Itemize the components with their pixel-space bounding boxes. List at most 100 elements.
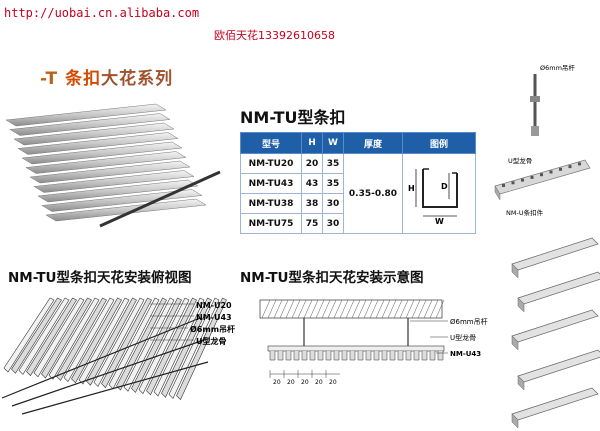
top-view-strip	[71, 297, 122, 384]
cell-w: 35	[322, 173, 344, 194]
cell-w: 30	[322, 213, 344, 234]
slab-hatch	[369, 299, 379, 319]
top-view-strip	[161, 297, 212, 398]
ceiling-strip	[29, 160, 191, 184]
schematic-strip	[397, 351, 404, 361]
u-keel-end	[517, 297, 525, 313]
cell-thickness: 0.35-0.80	[343, 153, 403, 234]
slab-hatch	[417, 299, 427, 319]
dim-h-label: H	[408, 184, 415, 193]
keel-hole	[502, 184, 505, 187]
slab-hatch	[399, 299, 409, 319]
keel-hole	[530, 175, 534, 179]
schematic-strip	[429, 351, 436, 361]
cell-profile-diagram: H W D	[402, 153, 476, 234]
u-keel-label-right: U型龙骨	[508, 156, 532, 165]
schematic-strip	[325, 351, 332, 361]
top-view-strip	[101, 297, 152, 389]
slab-hatch	[405, 299, 415, 319]
u-profile-diagram: H W D	[408, 168, 458, 226]
top-view-strip	[63, 297, 115, 383]
table-row: NM-TU20 20 35 0.35-0.80 H W D	[240, 153, 476, 234]
slab-hatch	[285, 299, 295, 319]
top-view-strip	[168, 297, 220, 399]
cell-w: 30	[322, 193, 344, 214]
top-view-strip	[153, 297, 205, 397]
u-keel-end	[517, 375, 525, 391]
website-url: http://uobai.cn.alibaba.com	[4, 6, 200, 20]
slab-hatch	[273, 299, 283, 319]
product-title: NM-TU型条扣	[240, 108, 346, 127]
cell-h: 20	[301, 153, 323, 174]
contact-phone: 欧佰天花13392610658	[214, 29, 335, 42]
table-row: NM-TU38 38 30	[240, 193, 476, 214]
col-model: 型号	[240, 132, 302, 154]
carrier-bar	[99, 170, 221, 228]
schematic-strip	[389, 351, 396, 361]
cell-model: NM-TU43	[240, 173, 302, 194]
schematic-strip	[317, 351, 324, 361]
top-view-strip	[176, 297, 227, 401]
top-view-keel	[11, 339, 205, 407]
cell-h: 75	[301, 213, 323, 234]
dim-label: 20	[329, 379, 337, 386]
dim-d-label: D	[441, 182, 448, 191]
ceiling-strip	[37, 179, 199, 203]
schematic-strip	[301, 351, 308, 361]
u-keel-piece	[517, 349, 600, 383]
top-view-strip	[138, 297, 190, 395]
slab-hatch	[429, 299, 439, 319]
ceiling-strip	[5, 103, 167, 127]
top-view-strip	[33, 297, 85, 378]
top-view-strip	[56, 297, 107, 381]
schematic-strip	[285, 351, 292, 361]
cell-w: 35	[322, 153, 344, 174]
cell-model: NM-TU75	[240, 213, 302, 234]
sch-label-rod: Ø6mm吊杆	[450, 317, 488, 326]
ceiling-strip	[33, 170, 195, 193]
top-view-strip	[11, 297, 62, 374]
dim-label: 20	[301, 379, 309, 386]
top-label-u20: NM-U20	[196, 301, 232, 310]
col-w: W	[322, 132, 344, 154]
ceiling-strip	[9, 113, 171, 136]
slab-hatch	[315, 299, 325, 319]
schematic-strip	[277, 351, 284, 361]
slab-hatch	[333, 299, 343, 319]
schematic-strip	[381, 351, 388, 361]
top-view-drawing: NM-U20 NM-U43 Ø6mm吊杆 U型龙骨	[1, 297, 235, 415]
keel-hole	[521, 178, 524, 182]
u-keel-end	[511, 335, 519, 351]
top-view-keel	[21, 361, 209, 415]
slab-hatch	[297, 299, 307, 319]
slab-hatch	[261, 299, 271, 319]
schematic-strip	[333, 351, 340, 361]
dim-w-label: W	[435, 217, 444, 225]
slab-hatch	[339, 299, 349, 319]
top-view-strip	[146, 297, 197, 396]
cell-model: NM-TU20	[240, 153, 302, 174]
slab-hatch	[393, 299, 403, 319]
rod-label-right: Ø6mm吊杆	[540, 63, 575, 72]
schematic-strip	[373, 351, 380, 361]
strip-ceiling-photo	[5, 103, 221, 228]
top-view-strip	[108, 297, 160, 390]
u-keel-end	[511, 413, 519, 429]
col-h: H	[301, 132, 323, 154]
slab-hatch	[411, 299, 421, 319]
keel-hole	[578, 162, 581, 166]
ceiling-strip	[41, 189, 203, 212]
schematic-strip	[421, 351, 428, 361]
ceiling-strip	[17, 132, 179, 155]
keel-hole	[559, 167, 562, 171]
slab-hatch	[435, 299, 445, 319]
slab-hatch	[279, 299, 289, 319]
top-view-strip	[93, 297, 145, 387]
schematic-strip	[349, 351, 356, 361]
keel-hole	[540, 173, 543, 177]
schematic-strip	[365, 351, 372, 361]
ceiling-strip	[13, 122, 175, 146]
schematic-strip	[413, 351, 420, 361]
components-illustration: Ø6mm吊杆 U型龙骨 NM-U条扣件	[494, 63, 600, 429]
col-thickness: 厚度	[343, 132, 403, 154]
